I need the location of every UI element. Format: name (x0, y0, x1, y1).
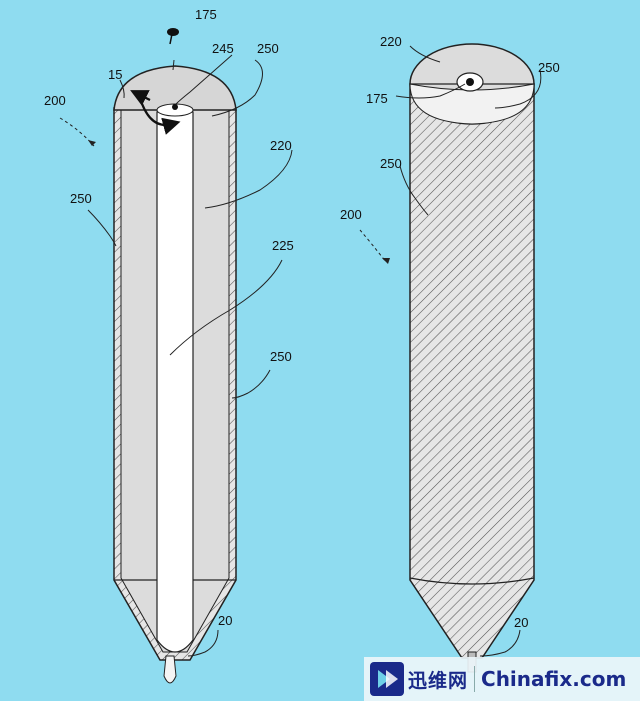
watermark-banner: 迅维网 Chinafix.com (364, 657, 640, 701)
watermark-english-text: Chinafix.com (481, 667, 627, 691)
chinafix-logo-icon (370, 662, 404, 696)
label-right-175: 175 (366, 91, 388, 106)
label-left-245: 245 (212, 41, 234, 56)
watermark-divider (474, 666, 476, 692)
right-pen-exterior (409, 43, 535, 673)
left-pen-tip (163, 655, 177, 684)
left-pen-port (172, 104, 178, 110)
left-leader-lines (59, 54, 293, 657)
label-left-20: 20 (218, 613, 232, 628)
label-left-250-lower: 250 (270, 349, 292, 364)
label-right-20: 20 (514, 615, 528, 630)
label-left-15: 15 (108, 67, 122, 82)
label-right-250-body: 250 (380, 156, 402, 171)
label-left-220: 220 (270, 138, 292, 153)
left-pen-item-175 (167, 28, 179, 45)
label-right-250-top: 250 (538, 60, 560, 75)
label-left-175: 175 (195, 7, 217, 22)
left-pen-cap (113, 65, 237, 111)
watermark-chinese-text: 迅维网 (408, 669, 469, 692)
left-pen-core (156, 111, 194, 653)
right-pen-cone-seam (409, 577, 535, 585)
label-left-250-top: 250 (257, 41, 279, 56)
label-right-200: 200 (340, 207, 362, 222)
left-pen-cross-section (113, 28, 237, 684)
label-right-220: 220 (380, 34, 402, 49)
label-left-200: 200 (44, 93, 66, 108)
right-pen-body (409, 83, 535, 659)
label-left-250-side: 250 (70, 191, 92, 206)
label-left-225: 225 (272, 238, 294, 253)
right-pen-center-hole (466, 78, 474, 86)
